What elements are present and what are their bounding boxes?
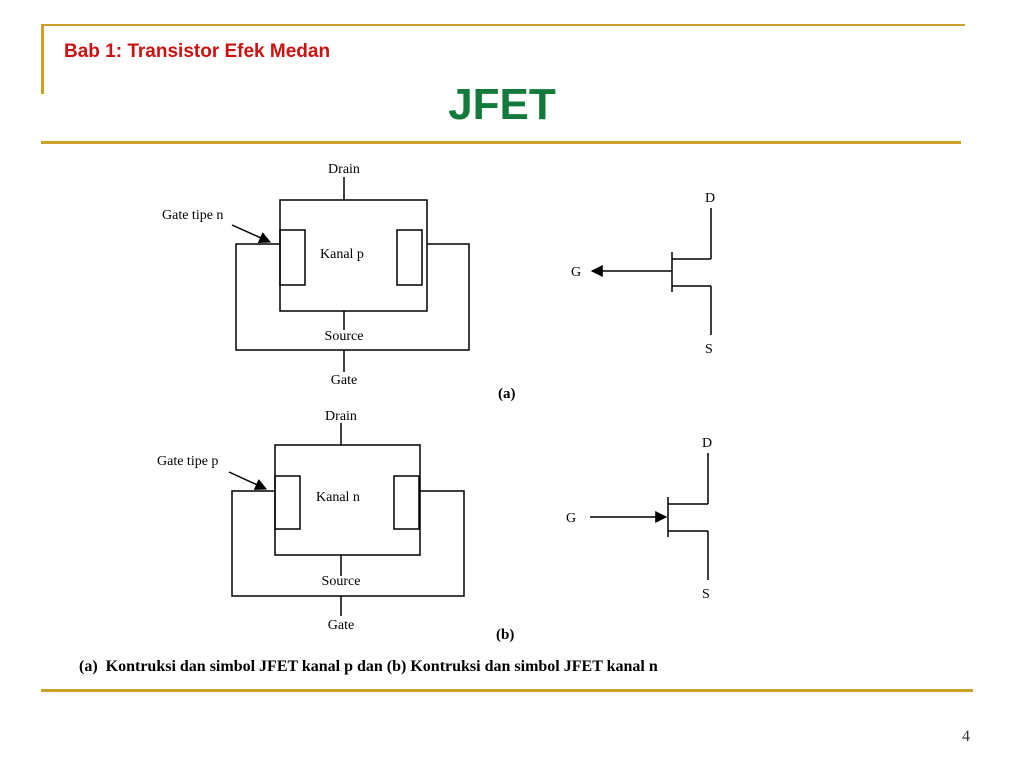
a-figure-label: (a) (498, 386, 516, 402)
figure-b-construction (228, 423, 465, 616)
a-gate-region-right (396, 229, 423, 286)
page-number: 4 (962, 728, 970, 745)
a-symbol-g: G (571, 265, 581, 280)
b-symbol-s: S (702, 587, 710, 602)
b-gate-label: Gate (328, 618, 354, 633)
a-drain-label: Drain (328, 162, 360, 177)
b-symbol-g: G (566, 511, 576, 526)
figure-b-symbol (590, 453, 709, 580)
a-gate-type-arrow (231, 224, 272, 244)
a-symbol-d: D (705, 191, 715, 206)
chapter-header: Bab 1: Transistor Efek Medan (64, 41, 331, 62)
frame-title-underline (41, 141, 961, 144)
figure-a-symbol (590, 208, 712, 335)
a-symbol-s: S (705, 342, 713, 357)
a-channel-label: Kanal p (320, 247, 364, 262)
a-gate-label: Gate (331, 373, 357, 388)
a-gate-type-label: Gate tipe n (162, 208, 223, 223)
b-gate-region-left (274, 475, 301, 530)
b-gate-wire (231, 490, 465, 597)
b-gate-type-arrow (228, 471, 268, 490)
frame-bottom-line (41, 689, 973, 692)
a-gate-wire (235, 243, 470, 351)
slide-title: JFET (448, 80, 556, 129)
b-gate-type-label: Gate tipe p (157, 454, 218, 469)
b-source-label: Source (322, 574, 361, 589)
a-source-label: Source (325, 329, 364, 344)
figure-a-construction (231, 177, 470, 372)
frame-top-line (41, 24, 965, 26)
b-drain-label: Drain (325, 409, 357, 424)
b-symbol-d: D (702, 436, 712, 451)
figure-caption: (a) Kontruksi dan simbol JFET kanal p da… (79, 658, 658, 675)
b-channel-label: Kanal n (316, 490, 360, 505)
frame-vertical-line (41, 24, 44, 94)
b-gate-region-right (393, 475, 420, 530)
a-gate-region-left (279, 229, 306, 286)
b-figure-label: (b) (496, 627, 514, 643)
